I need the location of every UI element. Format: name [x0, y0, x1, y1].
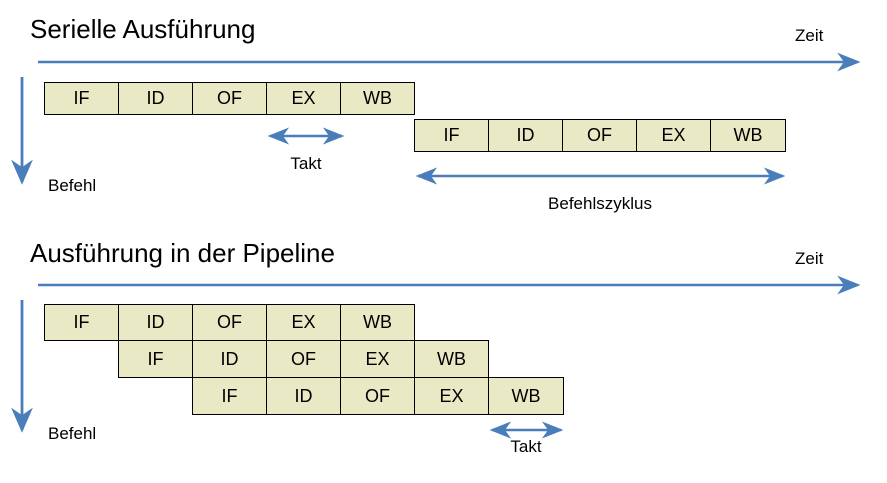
pipeline-row2-stage-ex: EX — [340, 340, 415, 378]
pipeline-row1-stage-if: IF — [44, 304, 119, 341]
pipeline-row1-stage-of: OF — [192, 304, 267, 341]
serial-instruction-axis-label: Befehl — [48, 176, 97, 195]
pipeline-time-axis-label: Zeit — [795, 249, 824, 268]
serial-row2-stage-wb: WB — [710, 119, 786, 152]
pipeline-takt-caption: Takt — [510, 437, 542, 456]
pipeline-row1-stage-wb: WB — [340, 304, 415, 341]
pipeline-row3-stage-if: IF — [192, 377, 267, 415]
serial-takt-caption: Takt — [290, 154, 322, 173]
serial-row2-stage-ex: EX — [636, 119, 711, 152]
serial-row1-stage-id: ID — [118, 82, 193, 115]
pipeline-row3-stage-of: OF — [340, 377, 415, 415]
serial-row2-stage-id: ID — [488, 119, 563, 152]
pipeline-row2-stage-of: OF — [266, 340, 341, 378]
pipeline-row3-stage-wb: WB — [488, 377, 564, 415]
serial-row1-stage-of: OF — [192, 82, 267, 115]
pipeline-instruction-axis-label: Befehl — [48, 424, 97, 443]
pipeline-row2-stage-if: IF — [118, 340, 193, 378]
serial-row1-stage-if: IF — [44, 82, 119, 115]
pipeline-row1-stage-ex: EX — [266, 304, 341, 341]
pipeline-row2-stage-wb: WB — [414, 340, 489, 378]
pipeline-row2-stage-id: ID — [192, 340, 267, 378]
pipeline-row1-stage-id: ID — [118, 304, 193, 341]
serial-row1-stage-wb: WB — [340, 82, 415, 115]
serial-row2-stage-of: OF — [562, 119, 637, 152]
serial-time-axis-label: Zeit — [795, 26, 824, 45]
serial-befehlszyklus-caption: Befehlszyklus — [548, 194, 652, 213]
serial-row2-stage-if: IF — [414, 119, 489, 152]
pipeline-row3-stage-ex: EX — [414, 377, 489, 415]
pipeline-heading: Ausführung in der Pipeline — [30, 238, 335, 268]
pipeline-row3-stage-id: ID — [266, 377, 341, 415]
serial-heading: Serielle Ausführung — [30, 14, 256, 44]
serial-row1-stage-ex: EX — [266, 82, 341, 115]
